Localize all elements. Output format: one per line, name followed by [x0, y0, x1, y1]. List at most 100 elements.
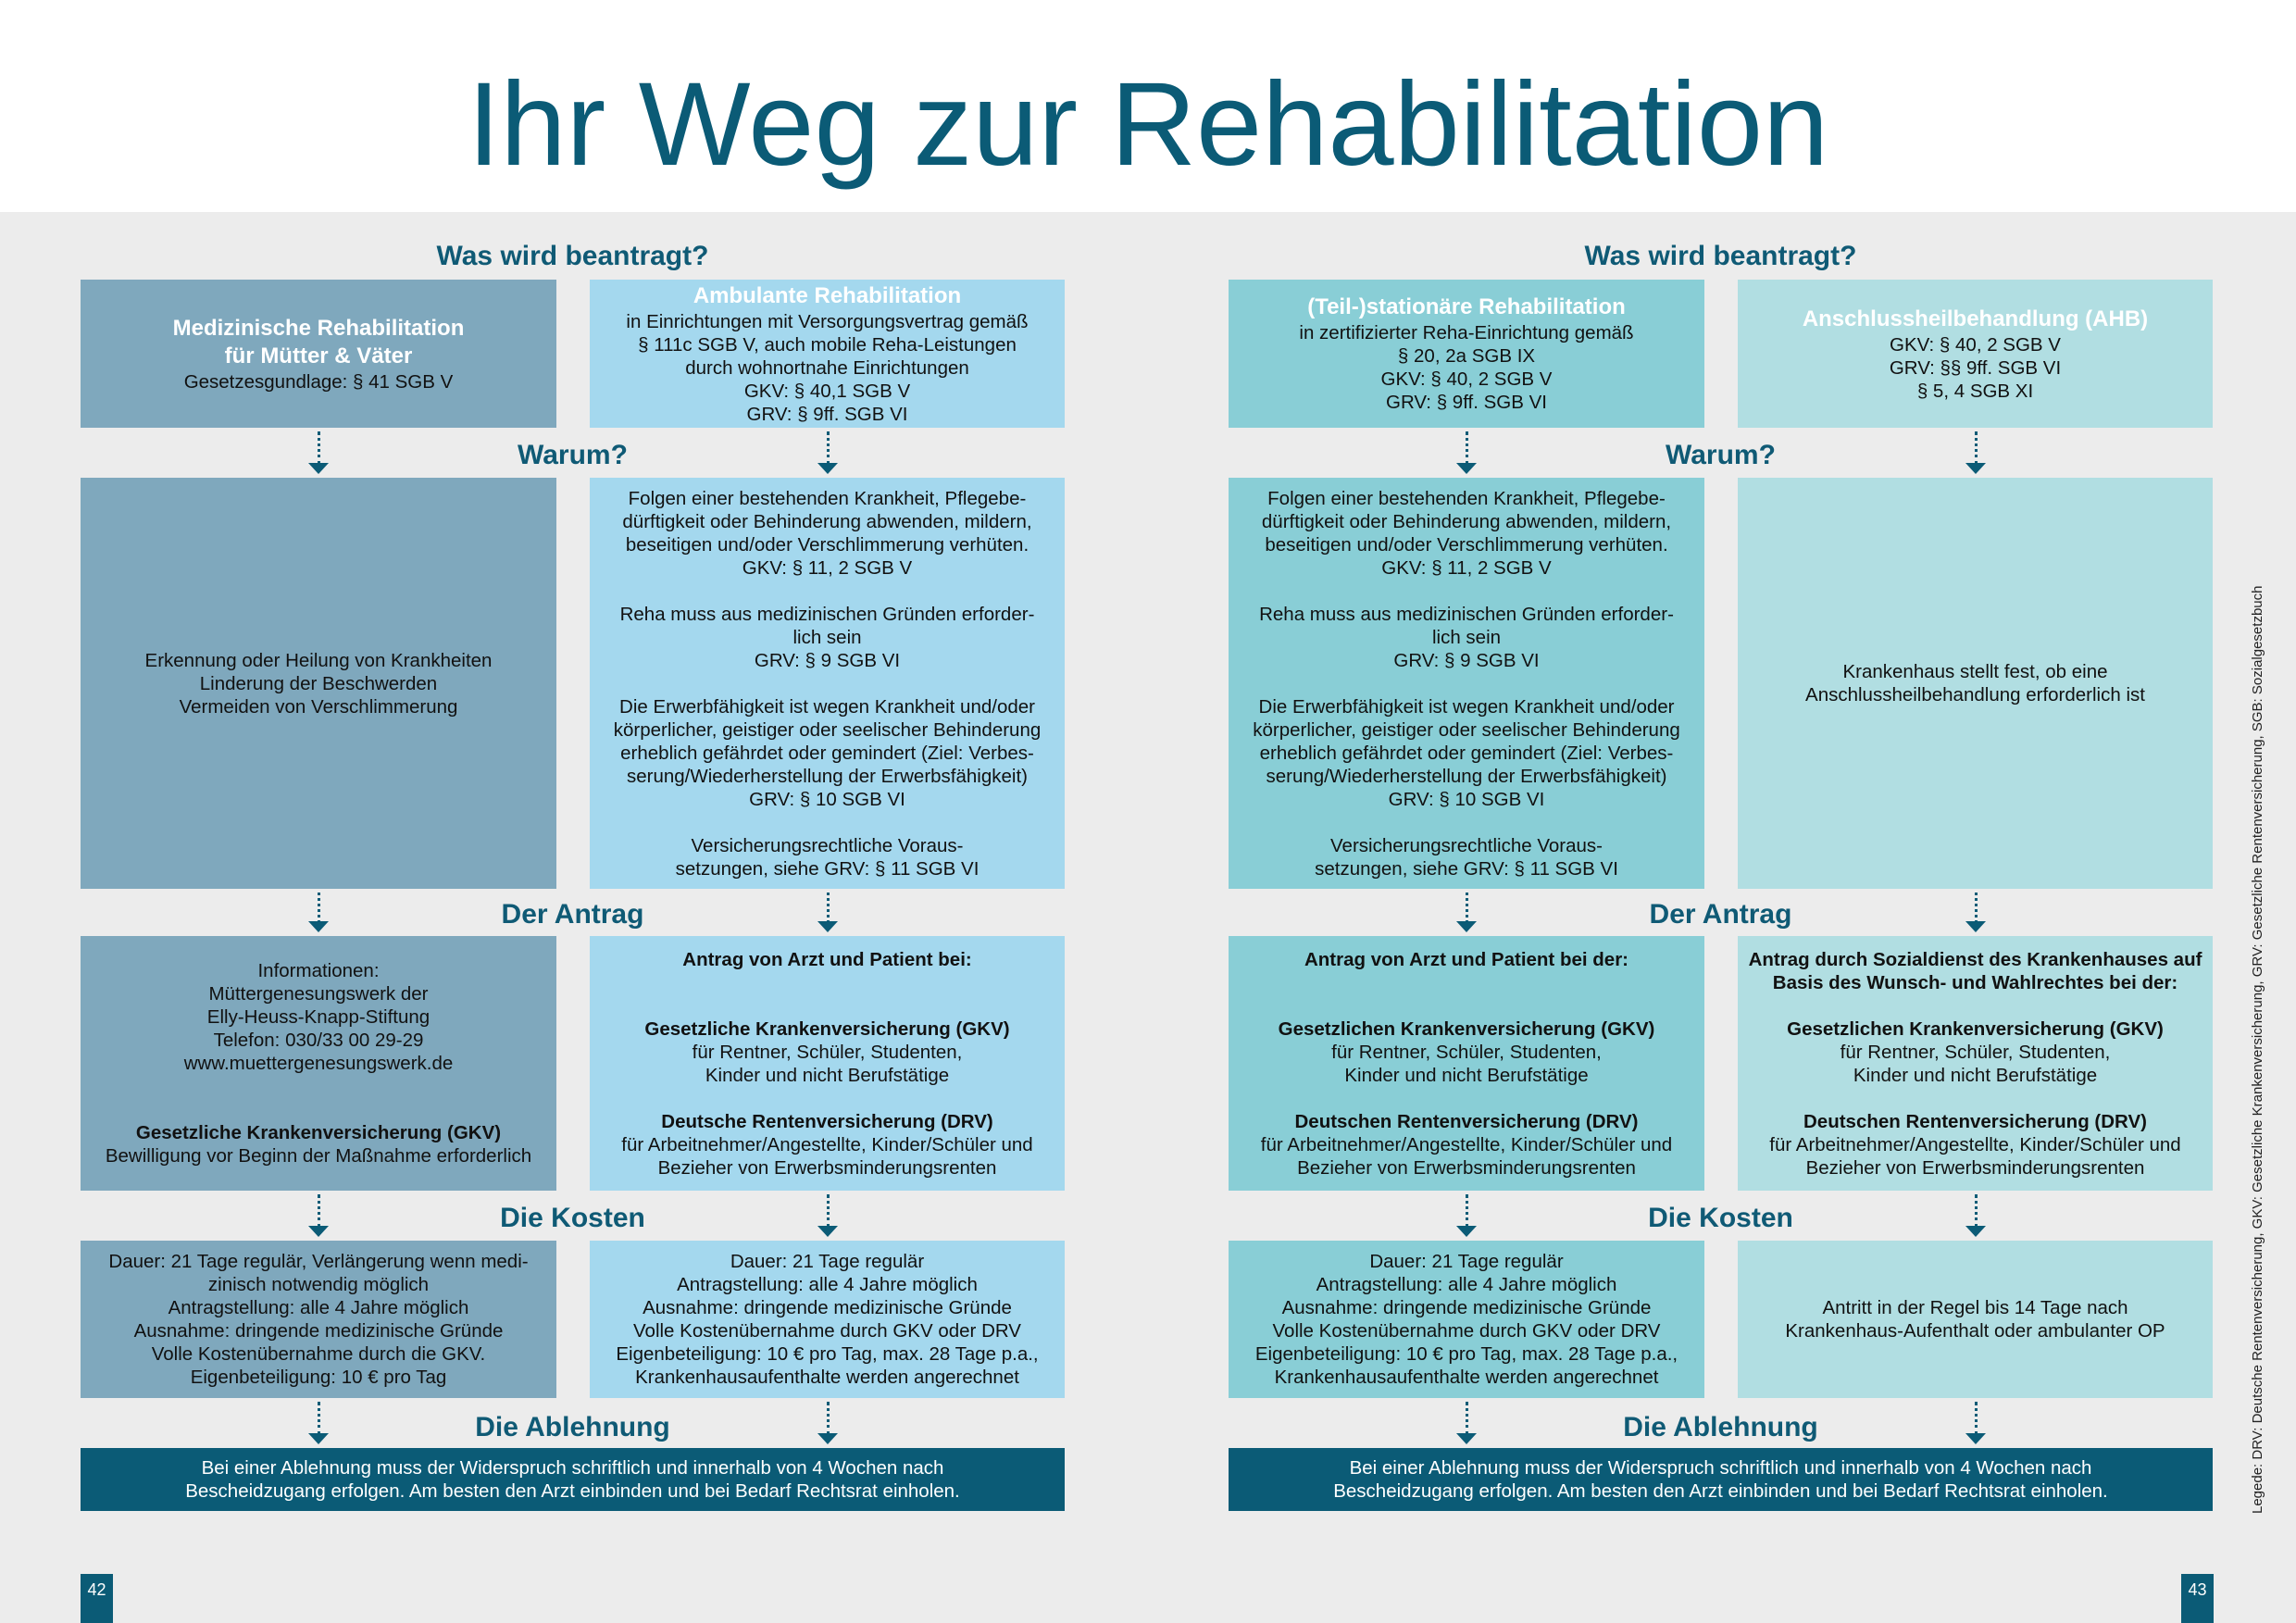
- box-text: Volle Kostenübernahme durch GKV oder DRV: [1272, 1320, 1661, 1342]
- box-text: GKV: § 40, 2 SGB V: [1890, 333, 2061, 356]
- box-text: Ausnahme: dringende medizinische Gründe: [133, 1320, 504, 1342]
- box-text: GRV: § 9 SGB VI: [1393, 649, 1540, 671]
- box-text: Antrag von Arzt und Patient bei der:: [1304, 948, 1629, 970]
- heading-kosten: Die Kosten: [500, 1203, 645, 1233]
- box-text: Die Erwerbfähigkeit ist wegen Krankheit …: [619, 695, 1035, 718]
- box-text: Deutschen Rentenversicherung (DRV): [1294, 1110, 1639, 1132]
- arrow-down-icon: [1456, 431, 1477, 474]
- box-text: Krankenhausaufenthalte werden angerechne…: [635, 1367, 1019, 1388]
- box-text: GRV: § 9 SGB VI: [754, 649, 901, 671]
- heading-antrag: Der Antrag: [501, 899, 644, 930]
- box-text: beseitigen und/oder Verschlimmerung verh…: [625, 533, 1029, 556]
- page-number-right: 43: [2181, 1574, 2214, 1623]
- heading-warum: Warum?: [1666, 440, 1776, 470]
- box-text: lich sein: [1431, 626, 1502, 648]
- rejection-box: Bei einer Ablehnung muss der Widerspruch…: [81, 1448, 1065, 1511]
- box-text: für Arbeitnehmer/Angestellte, Kinder/Sch…: [1260, 1133, 1673, 1155]
- box-text: für Arbeitnehmer/Angestellte, Kinder/Sch…: [621, 1133, 1033, 1155]
- arrow-down-icon: [1965, 431, 1986, 474]
- box-text: Dauer: 21 Tage regulär: [730, 1251, 925, 1272]
- box-text: GRV: § 9ff. SGB VI: [1386, 392, 1547, 413]
- box-text: Deutsche Rentenversicherung (DRV): [661, 1110, 993, 1132]
- box-text: Folgen einer bestehenden Krankheit, Pfle…: [628, 487, 1027, 509]
- heading-antrag: Der Antrag: [1649, 899, 1792, 930]
- arrow-down-icon: [817, 1194, 838, 1237]
- box-text: Gesetzliche Krankenversicherung (GKV): [644, 1017, 1010, 1040]
- page-title: Ihr Weg zur Rehabilitation: [467, 58, 1829, 191]
- box-text: Basis des Wunsch- und Wahlrechtes bei de…: [1772, 971, 2178, 993]
- box-text: zinisch notwendig möglich: [207, 1274, 430, 1295]
- box-text: GKV: § 11, 2 SGB V: [1381, 556, 1552, 579]
- heading-beantragt: Was wird beantragt?: [436, 241, 709, 271]
- box-antrag-col3: Antrag von Arzt und Patient bei der: Gese…: [1229, 936, 1704, 1191]
- box-text: § 111c SGB V, auch mobile Reha-Leistunge…: [638, 333, 1017, 356]
- box-text: Gesetzesgundlage: § 41 SGB V: [183, 370, 454, 393]
- box-text: GRV: § 10 SGB VI: [749, 788, 905, 810]
- box-text: Elly-Heuss-Knapp-Stiftung: [206, 1006, 430, 1028]
- box-text: Dauer: 21 Tage regulär: [1369, 1251, 1564, 1272]
- box-text: körperlicher, geistiger oder seelischer …: [613, 718, 1042, 741]
- arrow-down-icon: [1456, 1194, 1477, 1237]
- box-title: Medizinische Rehabilitation: [172, 315, 465, 341]
- rejection-text: Bei einer Ablehnung muss der Widerspruch…: [1349, 1457, 2092, 1479]
- box-text: Krankenhausaufenthalte werden angerechne…: [1274, 1367, 1659, 1388]
- box-text: Ausnahme: dringende medizinische Gründe: [1281, 1297, 1652, 1318]
- box-text: erheblich gefährdet oder gemindert (Ziel…: [1259, 742, 1674, 764]
- arrow-down-icon: [817, 1402, 838, 1444]
- rejection-text: Bescheidzugang erfolgen. Am besten den A…: [185, 1480, 960, 1502]
- box-text: Vermeiden von Verschlimmerung: [179, 695, 458, 718]
- box-text: Kinder und nicht Berufstätige: [1344, 1064, 1589, 1086]
- arrow-down-icon: [308, 431, 329, 474]
- box-text: Bewilligung vor Beginn der Maßnahme erfo…: [105, 1145, 532, 1167]
- box-text: Gesetzliche Krankenversicherung (GKV): [135, 1122, 502, 1143]
- box-text: Eigenbeteiligung: 10 € pro Tag, max. 28 …: [1254, 1343, 1678, 1365]
- arrow-down-icon: [1965, 1402, 1986, 1444]
- box-text: Volle Kostenübernahme durch GKV oder DRV: [633, 1320, 1021, 1342]
- heading-ablehnung: Die Ablehnung: [1623, 1412, 1818, 1442]
- box-text: Gesetzlichen Krankenversicherung (GKV): [1278, 1017, 1655, 1040]
- box-text: GRV: § 9ff. SGB VI: [746, 403, 908, 425]
- box-warum-col3: Folgen einer bestehenden Krankheit, Pfle…: [1229, 478, 1704, 889]
- box-text: Linderung der Beschwerden: [199, 672, 438, 694]
- box-text: Bezieher von Erwerbsminderungsrenten: [657, 1156, 997, 1179]
- box-text: § 20, 2a SGB IX: [1397, 345, 1536, 367]
- heading-kosten: Die Kosten: [1648, 1203, 1793, 1233]
- box-text: beseitigen und/oder Verschlimmerung verh…: [1265, 533, 1668, 556]
- box-antrag-col2: Antrag von Arzt und Patient bei:Gesetzli…: [590, 936, 1065, 1191]
- box-text: in zertifizierter Reha-Einrichtung gemäß: [1299, 322, 1634, 343]
- arrow-down-icon: [308, 893, 329, 932]
- box-text: Die Erwerbfähigkeit ist wegen Krankheit …: [1258, 695, 1675, 718]
- box-text: lich sein: [792, 626, 862, 648]
- box-text: Antrag durch Sozialdienst des Krankenhau…: [1748, 948, 2202, 970]
- box-text: GKV: § 11, 2 SGB V: [742, 556, 913, 579]
- box-text: GRV: § 10 SGB VI: [1388, 788, 1545, 810]
- box-text: Antragstellung: alle 4 Jahre möglich: [1316, 1274, 1617, 1295]
- box-text: Bezieher von Erwerbsminderungsrenten: [1805, 1156, 2145, 1179]
- box-text: GKV: § 40, 2 SGB V: [1380, 368, 1553, 390]
- heading-beantragt: Was wird beantragt?: [1584, 241, 1857, 271]
- box-title: (Teil-)stationäre Rehabilitation: [1307, 294, 1626, 319]
- arrow-down-icon: [1965, 1194, 1986, 1237]
- box-text: GRV: §§ 9ff. SGB VI: [1889, 356, 2062, 379]
- box-text: in Einrichtungen mit Versorgungsvertrag …: [626, 310, 1029, 332]
- box-title: Anschlussheilbehandlung (AHB): [1802, 306, 2149, 331]
- box-warum-col2: Folgen einer bestehenden Krankheit, Pfle…: [590, 478, 1065, 889]
- box-text: setzungen, siehe GRV: § 11 SGB VI: [1315, 857, 1618, 880]
- box-text: www.muettergenesungswerk.de: [183, 1053, 454, 1074]
- box-text: dürftigkeit oder Behinderung abwenden, m…: [1261, 510, 1672, 532]
- box-text: Dauer: 21 Tage regulär, Verlängerung wen…: [108, 1251, 529, 1272]
- box-text: Deutschen Rentenversicherung (DRV): [1803, 1110, 2147, 1132]
- box-text: Telefon: 030/33 00 29-29: [213, 1030, 424, 1051]
- box-text: körperlicher, geistiger oder seelischer …: [1253, 718, 1680, 741]
- box-text: GKV: § 40,1 SGB V: [743, 380, 911, 402]
- box-text: Kinder und nicht Berufstätige: [1853, 1064, 2098, 1086]
- arrow-down-icon: [308, 1402, 329, 1444]
- box-text: Antragstellung: alle 4 Jahre möglich: [168, 1297, 469, 1318]
- box-text: Erkennung oder Heilung von Krankheiten: [144, 649, 493, 671]
- heading-warum: Warum?: [518, 440, 628, 470]
